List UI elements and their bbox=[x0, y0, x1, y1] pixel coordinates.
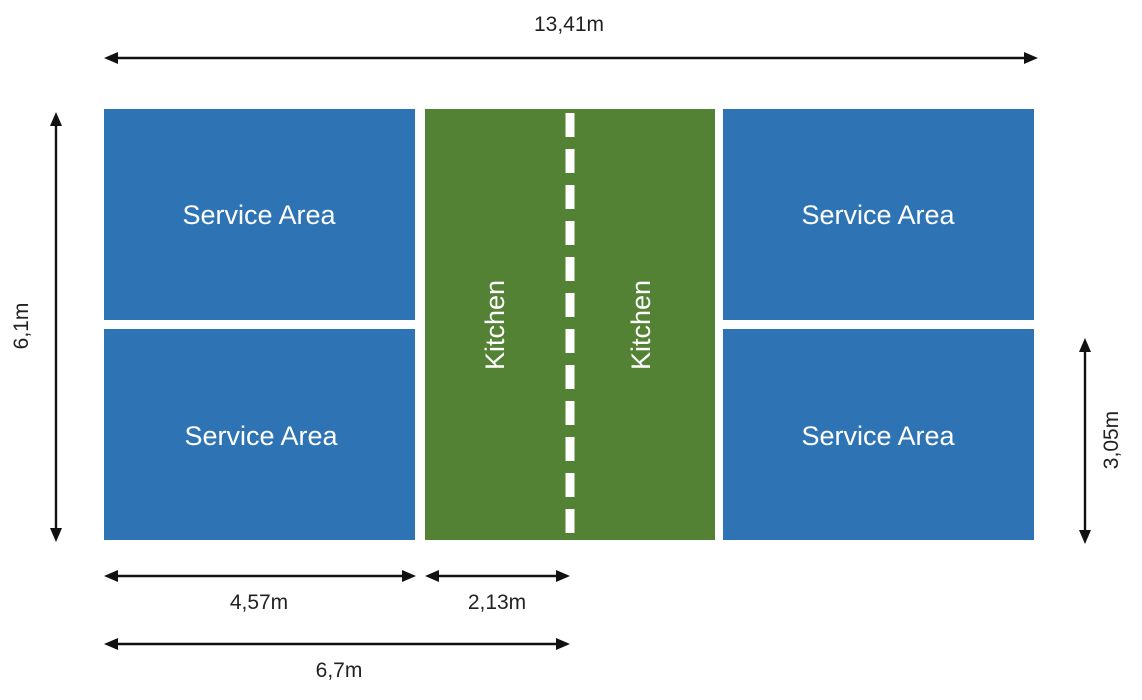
service-area-label-bottom-left: Service Area bbox=[184, 421, 338, 451]
arrow-head-left bbox=[104, 638, 118, 650]
kitchen-label-right: Kitchen bbox=[626, 280, 656, 370]
service-area-bottom-right bbox=[723, 329, 1034, 540]
half-length-dimension: 6,7m bbox=[104, 638, 570, 682]
arrow-head-down bbox=[1079, 530, 1091, 544]
arrow-head-up bbox=[1079, 338, 1091, 352]
service-area-top-right bbox=[723, 109, 1034, 320]
service-area-label-bottom-right: Service Area bbox=[801, 421, 955, 451]
total-length-label: 13,41m bbox=[534, 13, 604, 36]
service-length-dimension: 4,57m bbox=[104, 570, 416, 614]
half-length-label: 6,7m bbox=[316, 659, 363, 682]
kitchen-length-label: 2,13m bbox=[468, 591, 526, 614]
arrow-head-right bbox=[402, 570, 416, 582]
kitchen-zone bbox=[425, 109, 715, 540]
service-area-bottom-left bbox=[104, 329, 415, 540]
kitchen-length-dimension: 2,13m bbox=[425, 570, 570, 614]
total-width-dimension: 6,1m bbox=[10, 112, 62, 542]
service-length-label: 4,57m bbox=[230, 591, 288, 614]
total-width-label: 6,1m bbox=[10, 303, 33, 350]
half-width-dimension: 3,05m bbox=[1079, 338, 1123, 544]
service-area-top-left bbox=[104, 109, 415, 320]
total-length-dimension: 13,41m bbox=[104, 13, 1038, 64]
arrow-head-left bbox=[104, 570, 118, 582]
arrow-head-left bbox=[425, 570, 439, 582]
arrow-head-down bbox=[50, 528, 62, 542]
arrow-head-right bbox=[556, 638, 570, 650]
service-area-label-top-left: Service Area bbox=[182, 200, 336, 230]
arrow-head-up bbox=[50, 112, 62, 126]
arrow-head-right bbox=[1024, 52, 1038, 64]
half-width-label: 3,05m bbox=[1100, 411, 1123, 469]
arrow-head-left bbox=[104, 52, 118, 64]
service-area-label-top-right: Service Area bbox=[801, 200, 955, 230]
arrow-head-right bbox=[556, 570, 570, 582]
kitchen-label-left: Kitchen bbox=[480, 280, 510, 370]
